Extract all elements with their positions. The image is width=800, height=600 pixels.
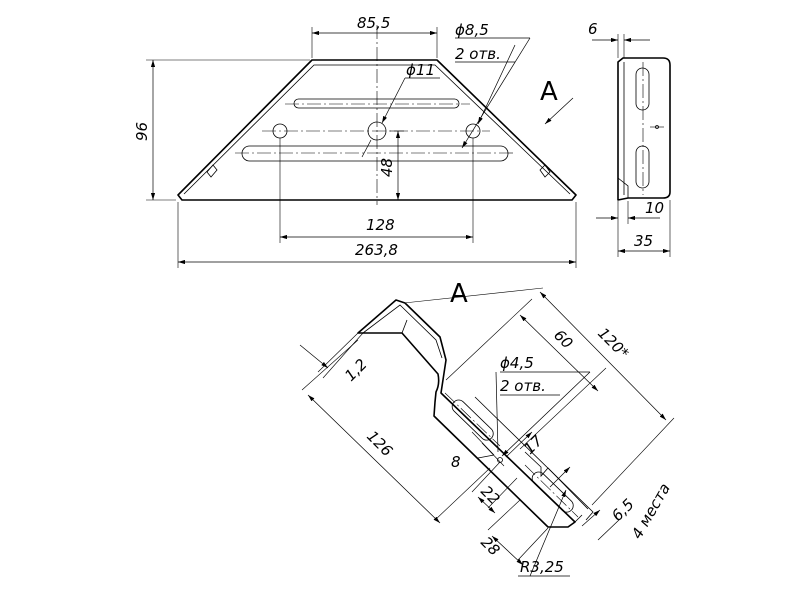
dim-view-a-length: 126 — [363, 427, 396, 460]
dim-view-a-corner-count: 4 места — [628, 480, 674, 542]
front-outline — [177, 59, 577, 201]
view-letter: A — [540, 77, 558, 107]
view-a: A 1,2 126 60 120* — [299, 279, 675, 577]
front-view: 85,5 96 ϕ8,5 2 отв. ϕ11 48 128 263,8 — [133, 14, 577, 268]
dim-view-a-radius: R3,25 — [520, 558, 564, 576]
side-slot-upper — [635, 67, 650, 111]
dim-hole-small: ϕ8,5 — [455, 21, 489, 39]
dim-view-a-hole-count: 2 отв. — [500, 377, 546, 395]
side-slot-lower — [635, 145, 650, 189]
view-a-outline — [357, 299, 576, 528]
dim-view-a-hole: ϕ4,5 — [500, 354, 534, 372]
view-arrow-a: A — [540, 77, 574, 125]
dim-view-a-8: 8 — [451, 453, 461, 471]
dim-side-depth: 35 — [634, 232, 653, 250]
view-a-hole — [497, 457, 503, 463]
dim-holes-span: 128 — [366, 216, 395, 234]
dim-height: 96 — [133, 122, 151, 141]
dim-view-a-corner: 6,5 — [608, 495, 638, 525]
upper-slot — [293, 98, 460, 109]
dim-view-a-total: 120* — [594, 324, 633, 363]
dim-slot-offset: 48 — [378, 158, 396, 177]
dim-hole-big: ϕ11 — [406, 61, 435, 79]
dim-side-lip: 10 — [645, 199, 664, 217]
dim-view-a-22: 22 — [477, 482, 503, 508]
lower-slot — [241, 145, 509, 162]
view-a-title: A — [450, 279, 468, 309]
dim-view-a-28: 28 — [477, 533, 503, 559]
dim-top-width: 85,5 — [357, 14, 390, 32]
side-outline — [617, 57, 671, 201]
dim-base-width: 263,8 — [355, 241, 398, 259]
view-a-slot-upper — [451, 399, 494, 441]
dim-hole-small-count: 2 отв. — [455, 45, 501, 63]
side-view: 6 10 35 — [588, 20, 671, 257]
dim-side-thickness: 6 — [588, 20, 598, 38]
dim-view-a-thickness: 1,2 — [341, 355, 371, 385]
